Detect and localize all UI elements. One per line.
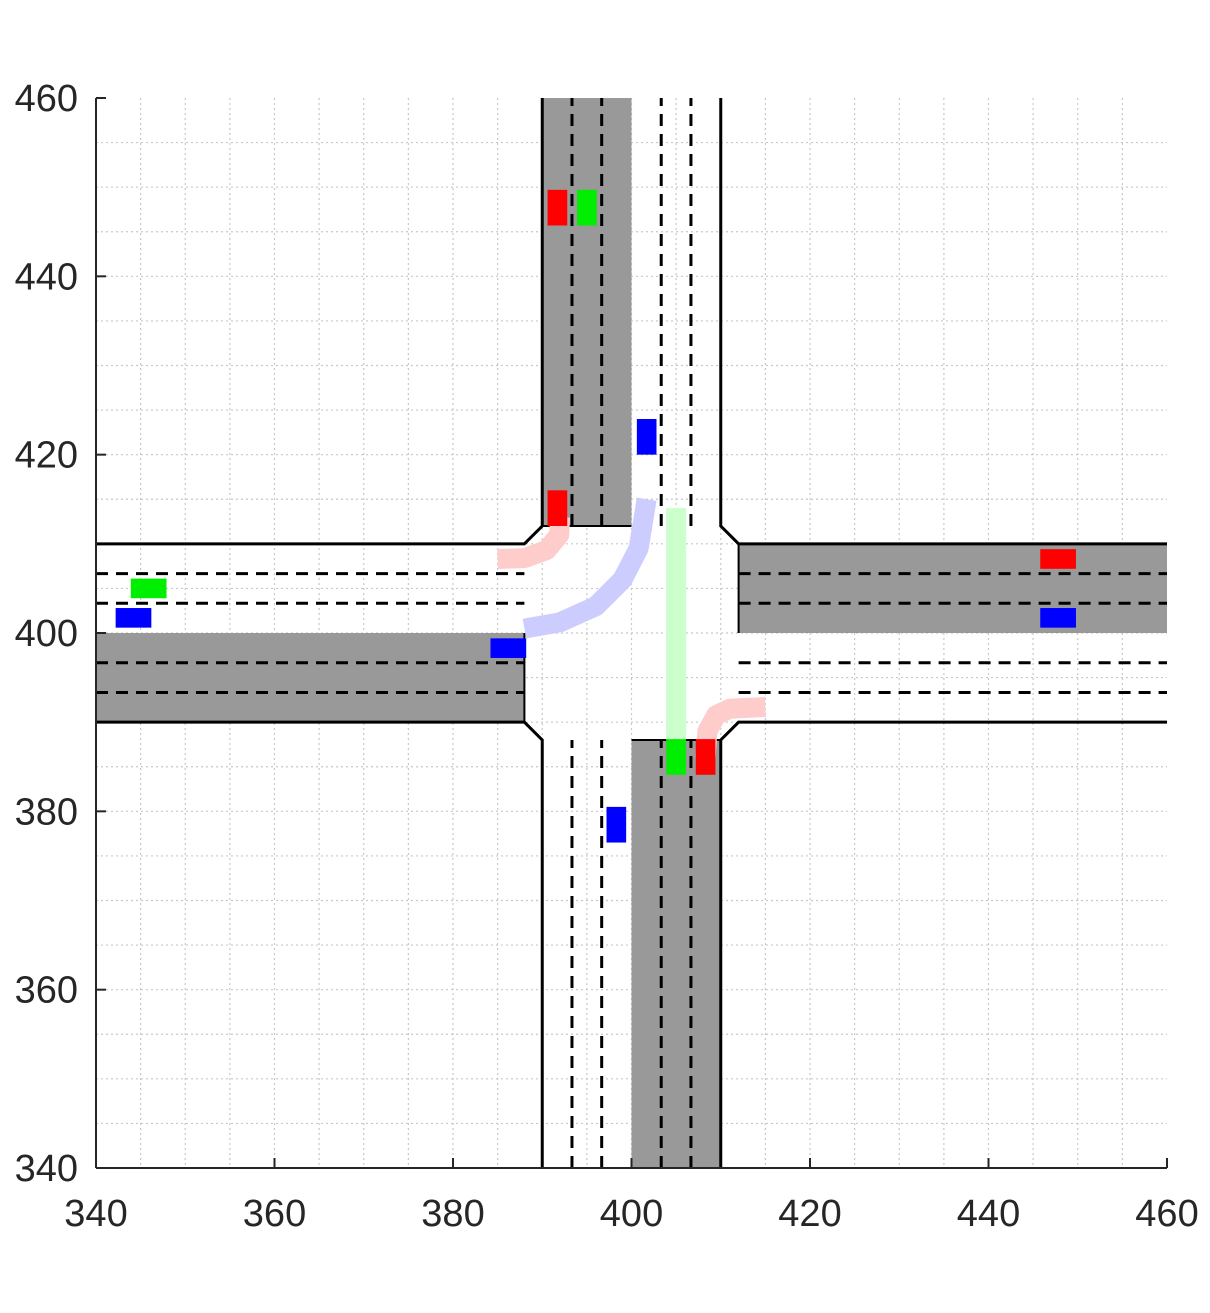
vehicle: [636, 419, 657, 455]
road-network: [96, 98, 1167, 1168]
road-south-shaded-lanes: [631, 740, 721, 1168]
vehicle-trajectory: [522, 497, 657, 639]
x-tick-label: 360: [243, 1193, 306, 1235]
x-tick-label: 420: [778, 1193, 841, 1235]
y-tick-label: 460: [15, 78, 78, 120]
vehicle: [606, 806, 627, 843]
vehicle: [1040, 549, 1076, 569]
road-edge: [719, 98, 1167, 546]
vehicle: [666, 739, 686, 775]
vehicle: [547, 490, 568, 526]
road-west-shaded-lanes: [96, 633, 525, 723]
x-tick-label: 400: [600, 1193, 663, 1235]
axes: 340 360 380 400 420 440 460 340 360 380 400 420 440 4…: [15, 78, 1199, 1235]
vehicle: [1040, 608, 1076, 628]
road-edge: [96, 98, 544, 546]
y-tick-label: 340: [15, 1148, 78, 1190]
y-tick-label: 380: [15, 791, 78, 833]
vehicle-layer: [115, 189, 1076, 843]
vehicle: [130, 578, 167, 599]
vehicle: [577, 189, 597, 226]
x-tick-label: 460: [1135, 1193, 1198, 1235]
road-edge: [96, 720, 544, 1168]
y-tick-label: 420: [15, 435, 78, 477]
road-north-shaded-lanes: [542, 98, 632, 526]
x-tick-label: 340: [64, 1193, 127, 1235]
road-east-shaded-lanes: [738, 543, 1167, 633]
vehicle: [115, 608, 152, 628]
vehicle: [547, 189, 568, 226]
y-tick-label: 400: [15, 613, 78, 655]
y-tick-label: 440: [15, 256, 78, 298]
vehicle: [695, 739, 716, 775]
road-edge: [719, 720, 1167, 1168]
vehicle: [490, 638, 527, 658]
y-tick-label: 360: [15, 970, 78, 1012]
x-tick-label: 440: [957, 1193, 1020, 1235]
vehicle-trajectory: [497, 516, 571, 569]
x-tick-label: 380: [421, 1193, 484, 1235]
